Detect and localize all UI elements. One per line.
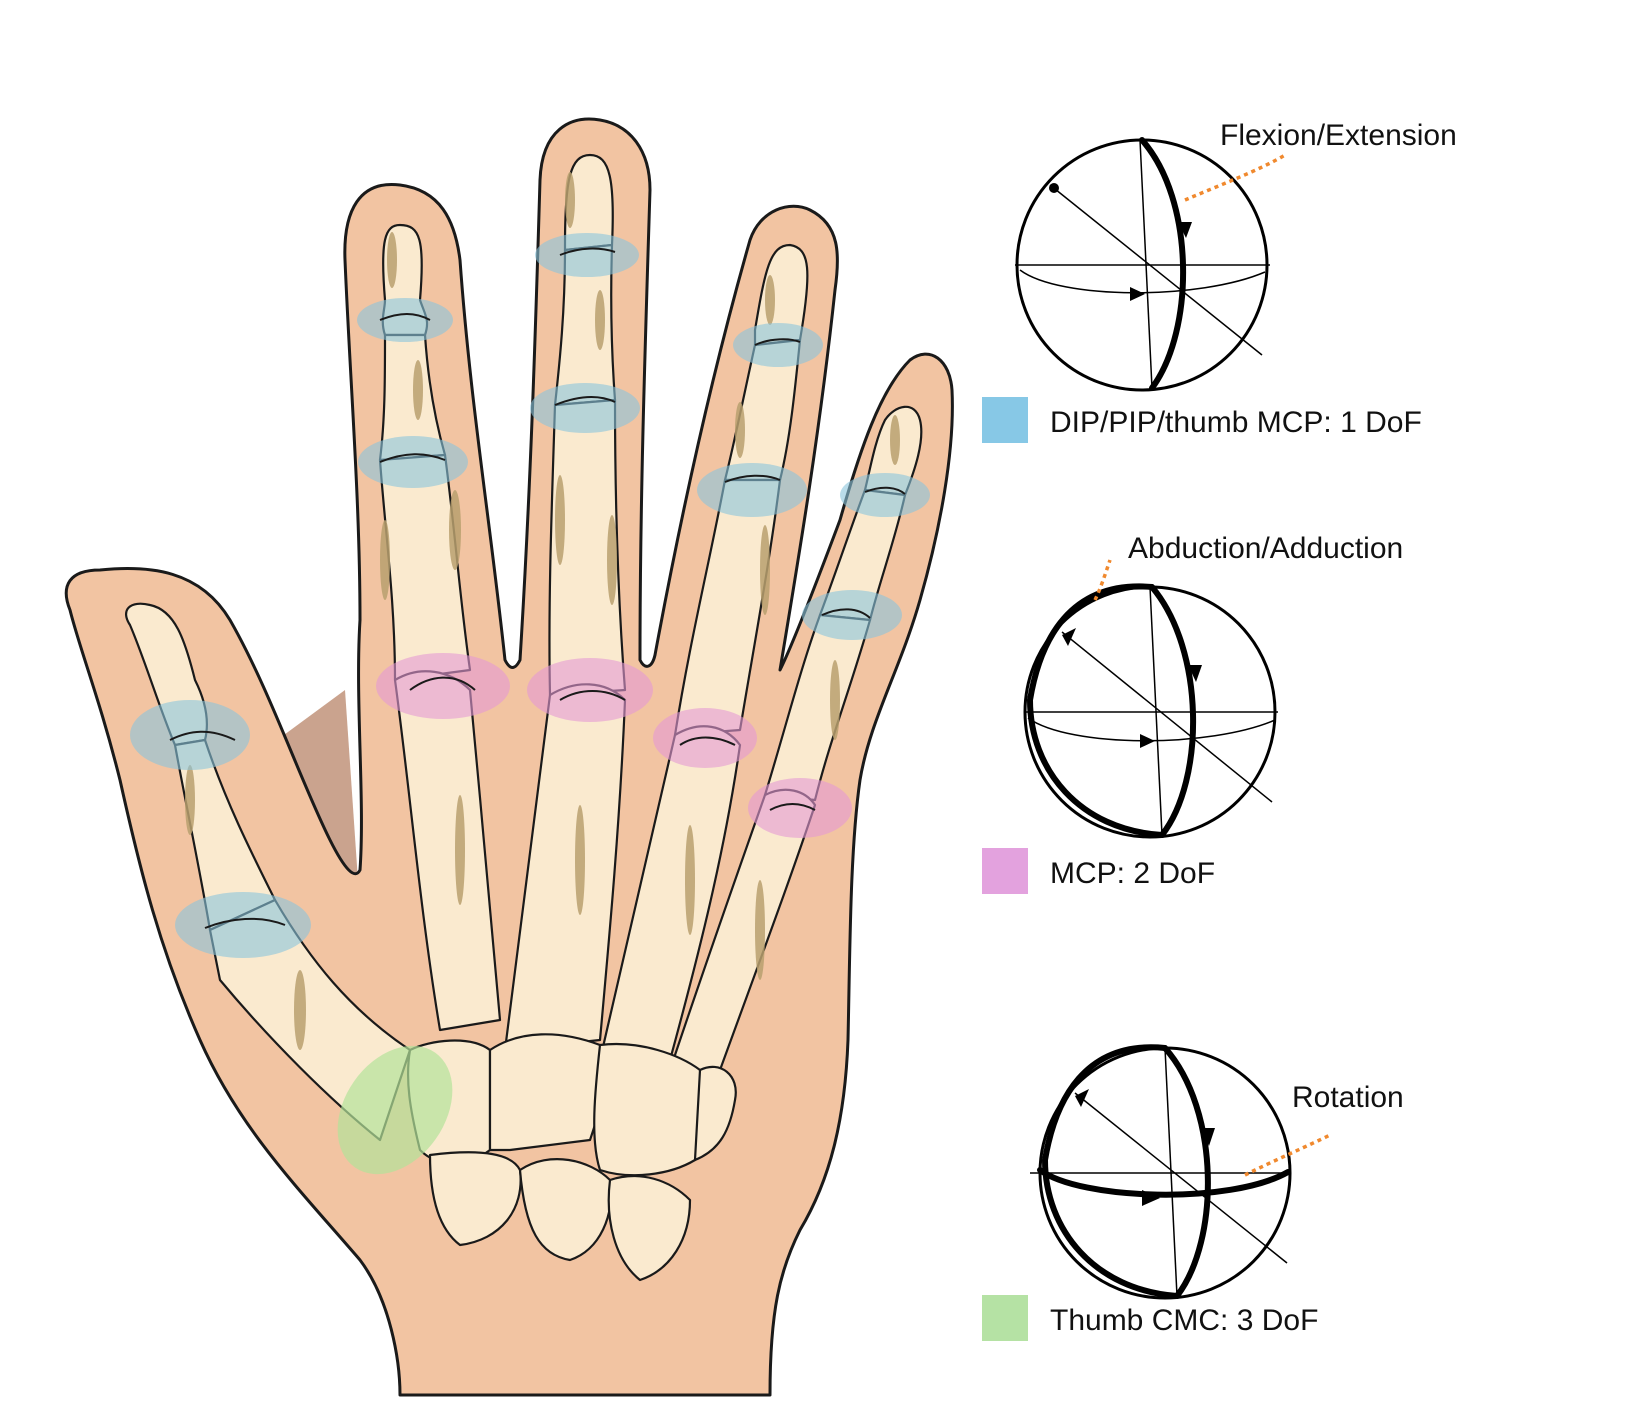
rotation-back-arrow-head	[1075, 1089, 1089, 1107]
bone-shade	[387, 232, 397, 288]
bone-shade	[413, 360, 423, 420]
bone-shade	[575, 805, 585, 915]
legend-swatch-blue	[982, 397, 1028, 443]
triquetrum	[607, 1175, 692, 1282]
bone-shade	[455, 795, 465, 905]
abduction-vertical-axis	[1149, 586, 1163, 836]
joint-creases	[169, 247, 906, 929]
flexion-arrow-head	[1178, 222, 1192, 238]
legend-label-blue: DIP/PIP/thumb MCP: 1 DoF	[1050, 406, 1422, 439]
joint-highlights	[130, 233, 930, 1175]
flexion-extension-diagram: Flexion/Extension	[1015, 119, 1457, 392]
flexion-pole-dot	[1049, 183, 1059, 193]
bone-shade	[185, 765, 195, 835]
flexion-label: Flexion/Extension	[1220, 119, 1457, 152]
crease	[559, 247, 616, 256]
trapezoid	[488, 1033, 606, 1152]
ring-dip-joint	[733, 323, 823, 367]
abduction-back-arrow-head	[1062, 628, 1076, 646]
lunate	[518, 1158, 612, 1262]
flexion-bold-arc	[1139, 137, 1187, 391]
thumb-ip-joint	[130, 700, 250, 770]
middle-dip-joint	[535, 233, 639, 277]
abduction-equator-arrow-icon	[1140, 734, 1155, 748]
bone-shade	[294, 970, 306, 1050]
flexion-vertical-axis	[1139, 139, 1153, 389]
crease	[409, 676, 476, 691]
bone-shade	[449, 490, 461, 570]
crease	[754, 338, 801, 346]
bone-shade	[595, 290, 605, 350]
crease	[769, 803, 816, 811]
bone-shade	[890, 415, 900, 465]
bone-shading	[185, 172, 900, 1050]
index-pip-joint	[358, 436, 468, 488]
index-mcp-joint	[376, 653, 510, 719]
crease	[169, 730, 236, 741]
little-pip-joint	[802, 590, 902, 640]
middle-finger-bones	[503, 153, 627, 1052]
rotation-bold-arc-back	[1041, 1044, 1180, 1299]
flexion-equator-arrow-icon	[1130, 287, 1145, 301]
middle-mcp-joint	[527, 658, 653, 722]
index-dip-joint	[357, 298, 453, 342]
crease	[821, 608, 871, 619]
rotation-diagram: Rotation	[1030, 1044, 1404, 1300]
abduction-arrow-head	[1188, 665, 1202, 682]
legend-label-pink: MCP: 2 DoF	[1050, 857, 1215, 890]
hamate	[693, 1065, 737, 1162]
flexion-equator	[1019, 269, 1266, 294]
hand-illustration	[64, 117, 954, 1397]
rotation-arrow-head	[1201, 1128, 1215, 1146]
crease	[724, 474, 781, 483]
flexion-pointer-line	[1184, 153, 1286, 202]
crease	[679, 736, 736, 746]
rotation-diagonal-axis	[1074, 1092, 1288, 1264]
flexion-diagonal-axis	[1049, 184, 1263, 356]
crease	[864, 486, 906, 495]
scaphoid	[428, 1151, 522, 1247]
abduction-pointer-line	[1093, 559, 1112, 601]
abduction-adduction-diagram: Abduction/Adduction	[1023, 532, 1403, 839]
rotation-bold-arc-front	[1162, 1045, 1211, 1299]
bone-shade	[830, 660, 840, 740]
legend-swatch-pink	[982, 848, 1028, 894]
crease	[379, 453, 446, 463]
thumb-mcp-joint	[175, 892, 311, 958]
thumb-cmc-joint	[337, 1045, 453, 1175]
ring-pip-joint	[697, 463, 807, 517]
bone-shade	[685, 825, 695, 935]
rotation-label: Rotation	[1292, 1081, 1404, 1114]
abduction-diagonal-axis	[1061, 631, 1273, 803]
bone-shade	[735, 402, 745, 458]
abduction-bold-arc-back	[1026, 583, 1165, 838]
abduction-bold-arc-front	[1149, 584, 1197, 838]
bone-shade	[607, 515, 617, 605]
bone-shade	[555, 475, 565, 565]
crease	[559, 690, 626, 701]
legend-swatch-green	[982, 1295, 1028, 1341]
legend-label-green: Thumb CMC: 3 DoF	[1050, 1304, 1318, 1337]
bone-shade	[755, 880, 765, 980]
little-dip-joint	[840, 473, 930, 517]
bone-shade	[565, 172, 575, 228]
little-mcp-joint	[748, 778, 852, 838]
rotation-pointer-line	[1244, 1133, 1331, 1177]
rotation-equator-arrow-icon	[1142, 1190, 1160, 1206]
rotation-vertical-axis	[1164, 1047, 1178, 1297]
rotation-equator-bold	[1037, 1167, 1291, 1198]
bone-shade	[765, 275, 775, 325]
crease	[204, 917, 286, 929]
bone-shade	[380, 520, 390, 600]
middle-pip-joint	[530, 383, 640, 433]
crease	[554, 396, 616, 406]
crease	[379, 313, 431, 321]
legend: DIP/PIP/thumb MCP: 1 DoF MCP: 2 DoF Thum…	[982, 397, 1422, 1341]
abduction-equator	[1027, 717, 1276, 742]
bone-shade	[760, 525, 770, 615]
capitate	[593, 1043, 711, 1177]
abduction-label: Abduction/Adduction	[1128, 532, 1403, 565]
